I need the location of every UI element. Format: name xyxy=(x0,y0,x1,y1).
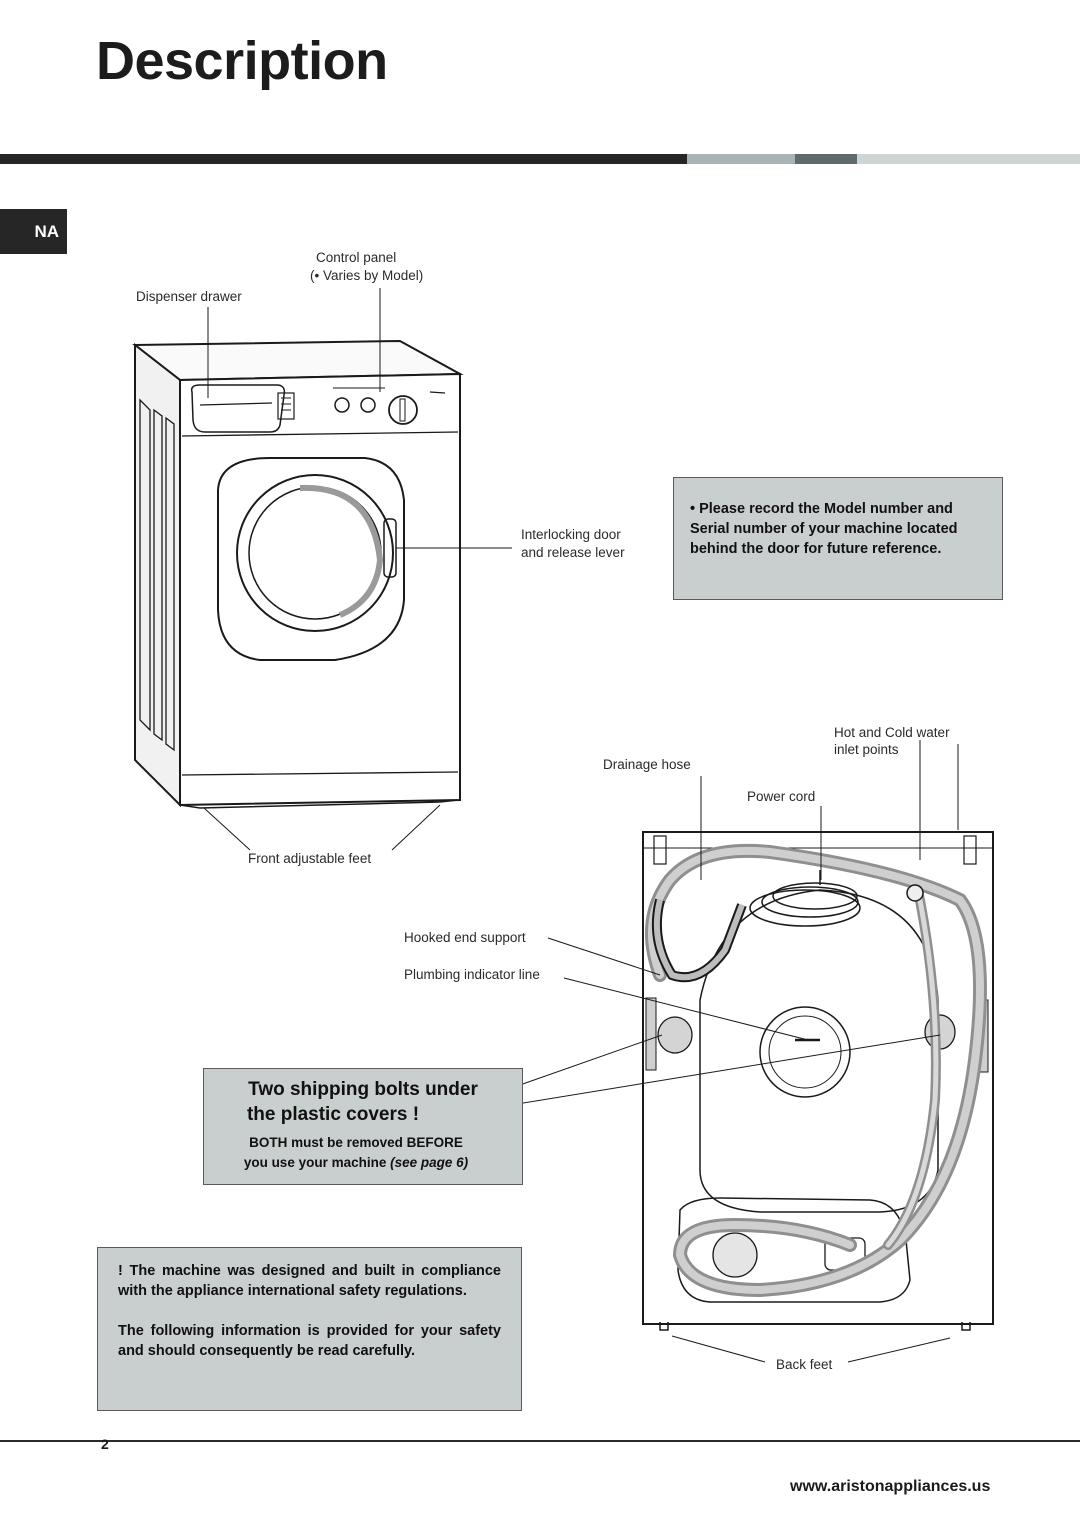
see-page-reference: (see page 6) xyxy=(390,1155,469,1170)
rule-segment-dark xyxy=(0,154,687,164)
label-hot-cold-water: Hot and Cold water xyxy=(834,725,950,740)
label-interlocking-door: Interlocking door xyxy=(521,527,621,542)
rule-segment-light-gray xyxy=(687,154,795,164)
washer-diagrams xyxy=(132,288,994,1363)
safety-paragraph-2: The following information is provided fo… xyxy=(118,1323,501,1359)
label-drainage-hose: Drainage hose xyxy=(603,757,691,772)
shipping-bolts-instruction: BOTH must be removed BEFORE you use your… xyxy=(210,1133,516,1173)
label-front-feet: Front adjustable feet xyxy=(248,851,372,866)
rule-segment-pale xyxy=(857,154,1080,164)
header-rule xyxy=(0,154,1080,164)
label-inlet-points: inlet points xyxy=(834,742,899,757)
front-view-leaders xyxy=(203,288,512,851)
rear-view-illustration xyxy=(642,831,994,1331)
footer-rule xyxy=(0,1440,1080,1442)
section-tab: NA xyxy=(0,209,67,254)
page-number: 2 xyxy=(101,1436,109,1452)
shipping-bolts-title: Two shipping bolts under xyxy=(248,1079,478,1100)
label-power-cord: Power cord xyxy=(747,789,816,804)
page-title: Description xyxy=(96,31,388,91)
shipping-bolts-line-1: BOTH must be removed BEFORE xyxy=(249,1135,463,1150)
label-varies-by-model: (• Varies by Model) xyxy=(310,268,424,283)
front-view-illustration xyxy=(132,339,464,809)
label-plumbing-indicator: Plumbing indicator line xyxy=(404,967,540,982)
website-url: www.aristonappliances.us xyxy=(790,1478,991,1495)
shipping-bolts-line-2-text: you use your machine xyxy=(243,1155,387,1170)
safety-paragraph-1: ! The machine was designed and built in … xyxy=(118,1263,501,1299)
label-hooked-end-support: Hooked end support xyxy=(404,930,526,945)
label-release-lever: and release lever xyxy=(521,545,625,560)
shipping-bolts-note: Two shipping bolts under the plastic cov… xyxy=(203,1068,523,1185)
shipping-bolts-line-2: you use your machine (see page 6) xyxy=(210,1153,502,1173)
rule-segment-slate xyxy=(795,154,857,164)
record-model-note: • Please record the Model number and Ser… xyxy=(673,477,1003,600)
label-dispenser-drawer: Dispenser drawer xyxy=(136,289,242,304)
record-model-text: • Please record the Model number and Ser… xyxy=(690,501,958,557)
shipping-bolts-title-2: the plastic covers ! xyxy=(246,1104,420,1125)
label-back-feet: Back feet xyxy=(776,1357,833,1372)
label-control-panel: Control panel xyxy=(316,250,397,265)
safety-note: ! The machine was designed and built in … xyxy=(97,1247,522,1411)
